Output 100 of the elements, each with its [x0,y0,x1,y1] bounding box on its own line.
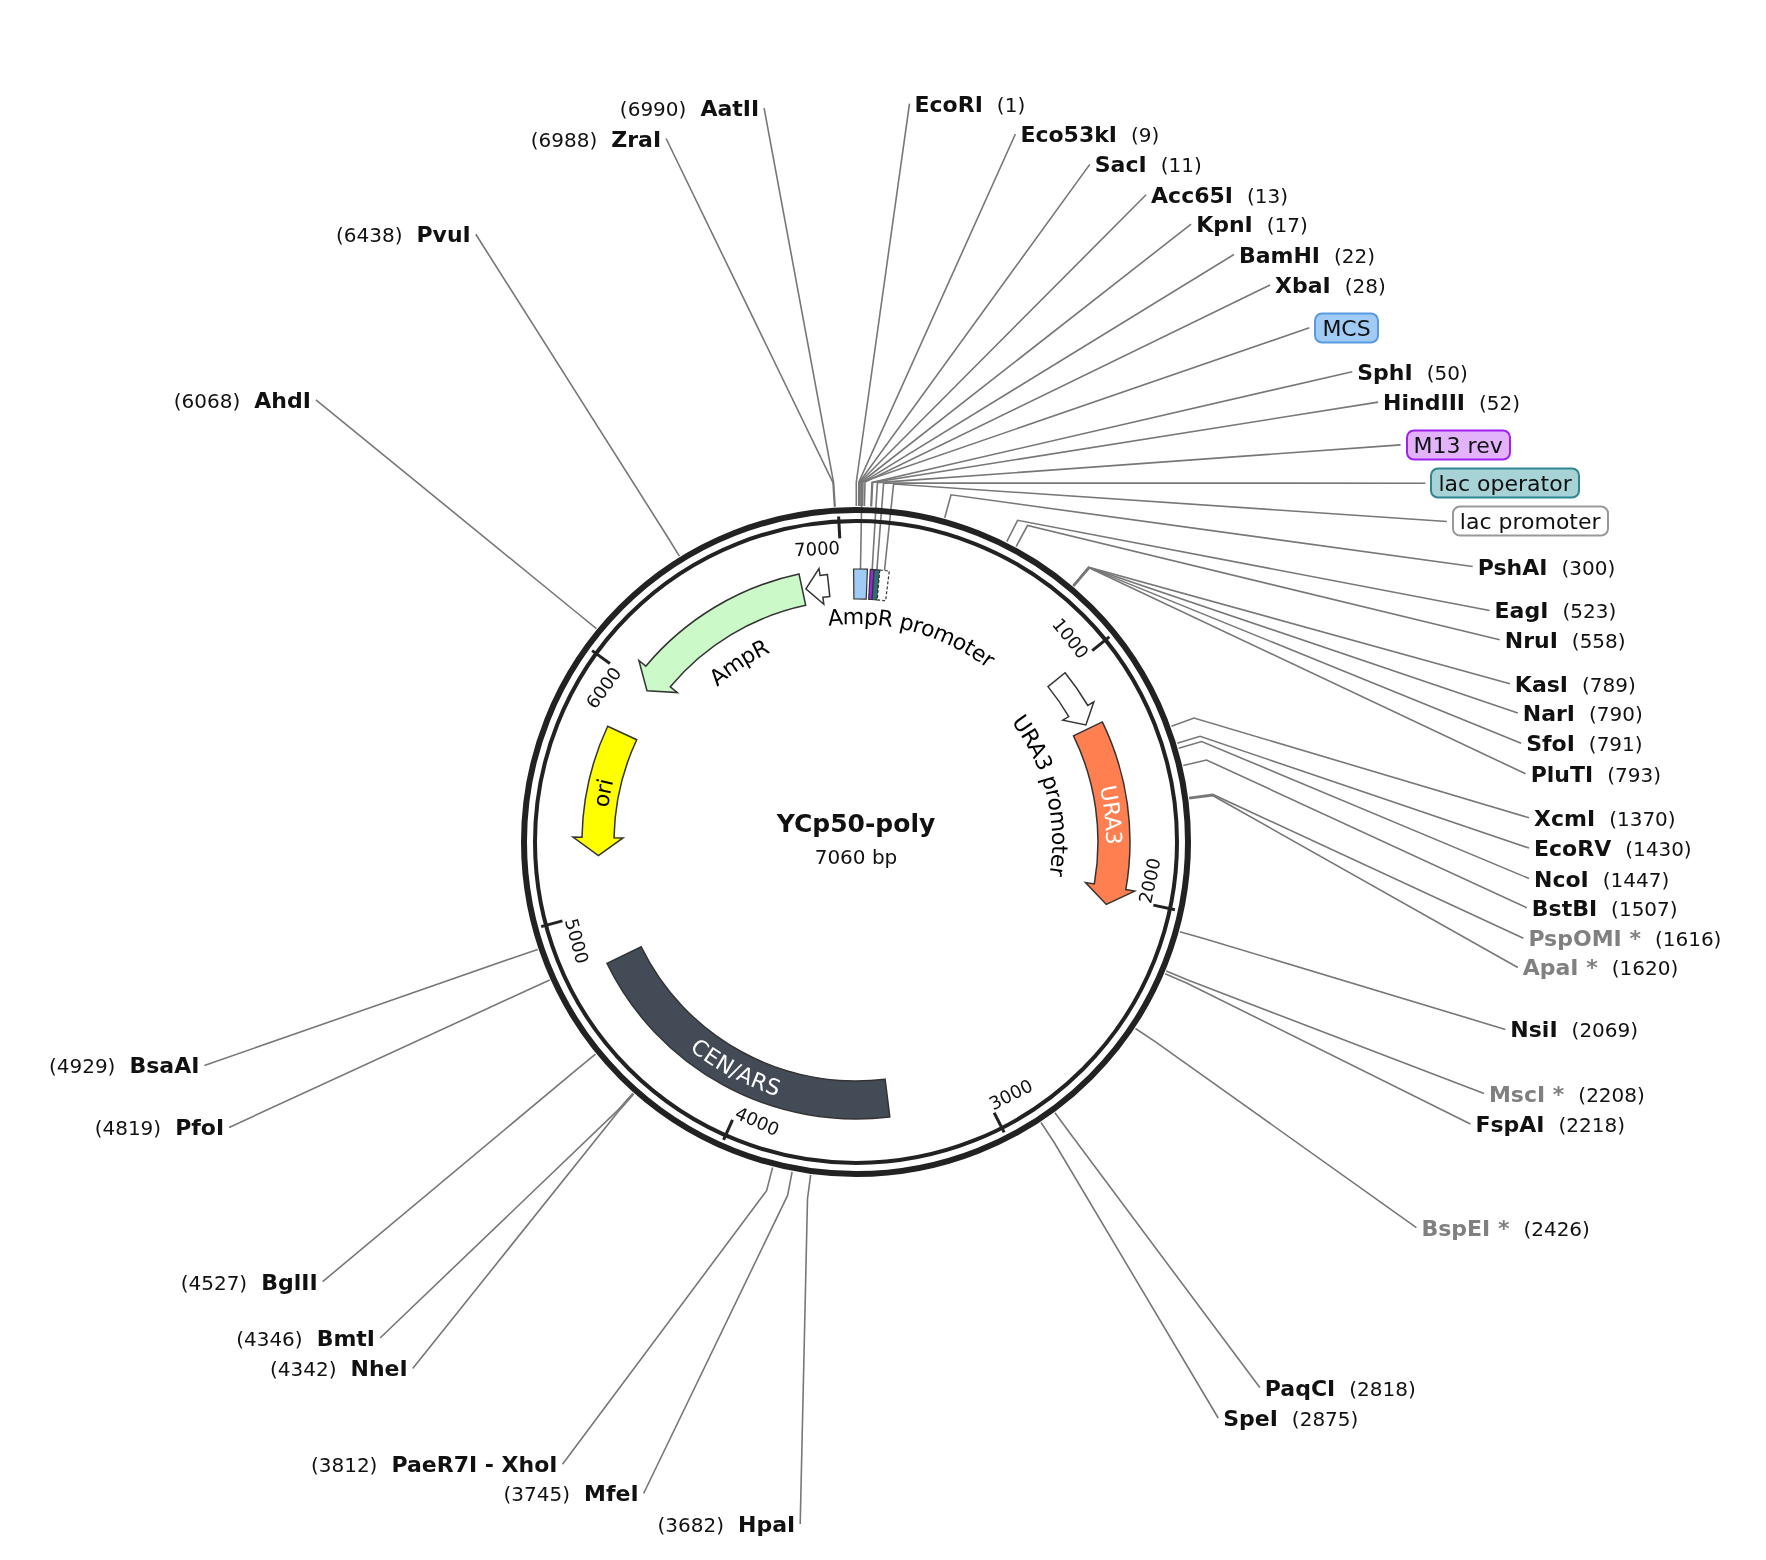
leader-line [863,284,1271,507]
cut-position: (6068) [173,388,241,413]
leader-line [870,370,1353,508]
cut-position: (6990) [619,96,687,121]
enzyme-name: EcoRI [914,91,983,117]
enzyme-name: NsiI [1510,1016,1558,1042]
leader-line [1176,735,1530,849]
enzyme-name: PfoI [175,1114,225,1140]
cut-position: (789) [1582,672,1636,697]
cut-position: (1507) [1611,896,1678,921]
plasmid-name: YCp50-poly [776,809,936,838]
cut-position: (9) [1131,122,1160,147]
leader-line [1179,931,1507,1031]
cut-position: (3812) [310,1452,378,1477]
cut-position: (523) [1562,598,1617,623]
cut-position: (11) [1160,152,1202,177]
cut-position: (1620) [1611,956,1679,980]
enzyme-name: MfeI [584,1480,639,1506]
leader-line [1170,717,1530,819]
leader-line [642,1171,793,1495]
feature-segment [853,568,868,600]
leader-line [1177,740,1530,880]
tick-label: 3000 [985,1074,1036,1115]
leader-line [561,1166,774,1465]
leader-line [475,233,681,557]
feature-label: M13 rev [1405,429,1511,461]
tick-label: 5000 [560,916,594,966]
leader-line [1006,519,1491,612]
enzyme-name: PvuI [416,221,471,247]
feature-segment [876,569,890,602]
cut-position: (17) [1266,212,1308,237]
tick-label: 4000 [732,1102,783,1140]
enzyme-name: SpeI [1223,1405,1278,1431]
leader-line [861,253,1235,507]
leader-line [859,327,1311,570]
cut-position: (28) [1344,273,1386,298]
leader-line [1165,970,1485,1095]
enzyme-name: ZraI [611,126,662,152]
enzyme-name: HindIII [1383,389,1465,415]
cut-position: (1430) [1625,836,1692,861]
cut-position: (50) [1426,360,1468,385]
cut-position: (4346) [236,1326,303,1351]
enzyme-name: NcoI [1534,866,1589,891]
leader-line [321,1053,597,1283]
cut-position: (793) [1607,762,1661,787]
enzyme-name: PshAI [1477,554,1548,579]
enzyme-name: BamHI [1238,242,1321,268]
cut-position: (4527) [180,1270,248,1295]
enzyme-name: NheI [350,1355,408,1381]
enzyme-name: SphI [1357,359,1413,385]
leader-line [763,107,836,508]
cut-position: (2818) [1349,1376,1416,1401]
enzyme-name: Acc65I [1151,182,1233,208]
enzyme-name: PspOMI * [1528,925,1641,951]
feature-label: lac operator [1430,467,1580,499]
plasmid-length: 7060 bp [814,845,898,869]
leader-line [859,194,1147,507]
tick-label: 2000 [1134,855,1165,906]
cut-position: (4819) [94,1115,162,1140]
enzyme-name: BglII [261,1269,318,1295]
leader-line [1188,794,1519,969]
enzyme-name: FspAI [1475,1111,1545,1137]
cut-position: (2426) [1523,1216,1590,1241]
enzyme-name: AatII [700,95,760,121]
enzyme-name: XbaI [1274,272,1331,298]
leader-line [855,102,911,507]
enzyme-name: PluTI [1530,761,1594,787]
cut-position: (2218) [1558,1112,1626,1137]
leader-line [1073,567,1527,775]
enzyme-name: EcoRV [1534,835,1612,861]
enzyme-name: BspEI * [1421,1215,1510,1241]
enzyme-name: PaeR7I - XhoI [391,1451,558,1477]
cut-position: (791) [1588,731,1643,756]
leader-line [1054,1112,1261,1389]
cut-position: (558) [1571,628,1626,653]
leader-line [1072,566,1511,685]
cut-position: (300) [1561,555,1616,579]
leader-line [379,1092,634,1339]
enzyme-name: SfoI [1526,730,1575,756]
cut-position: (6438) [335,222,403,247]
cut-position: (1616) [1654,926,1722,951]
cut-position: (22) [1334,243,1376,268]
enzyme-name: PaqCI [1264,1375,1336,1401]
cut-position: (4342) [270,1356,337,1381]
feature-label: ori [587,775,618,809]
leader-line [1072,566,1519,714]
leader-line [1134,1027,1418,1229]
cut-position: (3745) [503,1481,571,1506]
leader-line [203,948,539,1067]
leader-line [943,493,1474,568]
leader-line [857,133,1017,507]
cut-position: (52) [1479,390,1521,415]
enzyme-name: XcmI [1534,805,1596,831]
leader-line [1188,793,1525,939]
leader-line [870,401,1379,508]
cut-position: (1) [996,92,1026,117]
cut-position: (4929) [48,1053,116,1078]
enzyme-name: NruI [1504,627,1558,653]
enzyme-name: EagI [1494,597,1549,623]
cut-position: (3682) [657,1512,724,1537]
